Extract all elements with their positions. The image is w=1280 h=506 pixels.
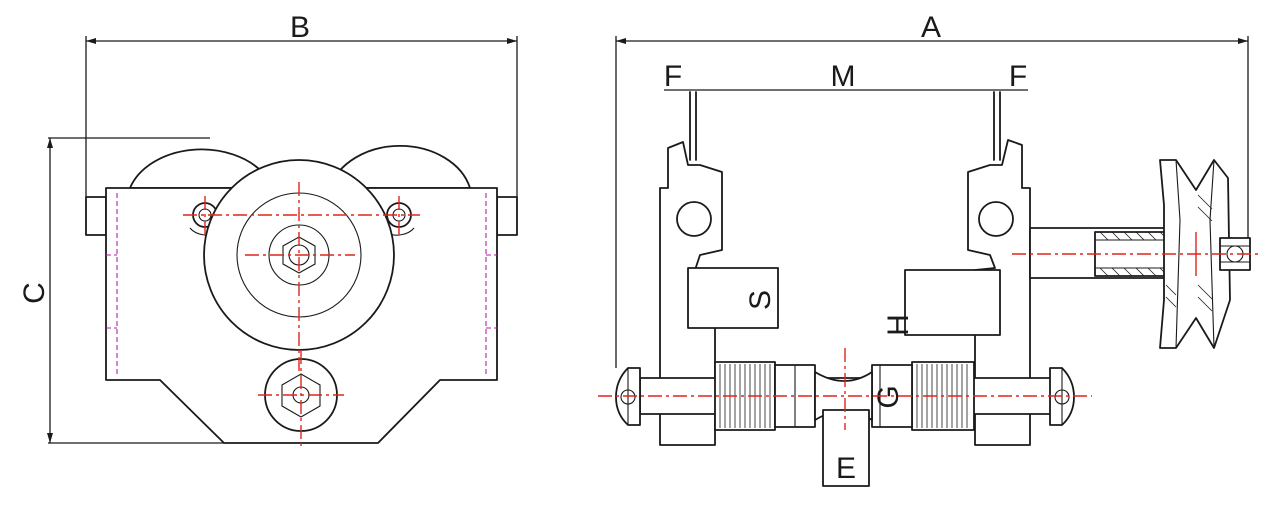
left-spacer-s	[687, 267, 779, 329]
dimension-a: A	[615, 11, 1249, 368]
axle-stub-left	[85, 196, 107, 236]
label-b: B	[290, 11, 310, 44]
left-roller	[676, 201, 712, 237]
dimension-b: B	[85, 11, 518, 197]
label-m: M	[831, 60, 856, 93]
label-s: S	[744, 290, 777, 310]
axle-stub-right	[496, 196, 518, 236]
left-wheel	[129, 148, 266, 189]
label-f-right: F	[1009, 60, 1027, 93]
right-spacer-h	[904, 269, 1001, 336]
label-h: H	[882, 314, 915, 336]
front-view: S H	[598, 89, 1258, 487]
axle-nut	[282, 236, 316, 274]
label-c: C	[18, 282, 51, 304]
label-g: G	[872, 385, 905, 408]
load-bolt-nut	[281, 373, 321, 418]
right-wheel	[329, 144, 471, 189]
label-e: E	[836, 452, 856, 485]
dimension-m: F M F	[664, 60, 1027, 93]
side-view	[85, 144, 518, 450]
dimension-c: C	[18, 137, 224, 444]
right-roller	[978, 201, 1014, 237]
hand-wheel-hatch	[1165, 194, 1213, 312]
label-f-left: F	[664, 60, 682, 93]
hook-eye-e	[822, 409, 870, 487]
label-a: A	[921, 11, 941, 44]
